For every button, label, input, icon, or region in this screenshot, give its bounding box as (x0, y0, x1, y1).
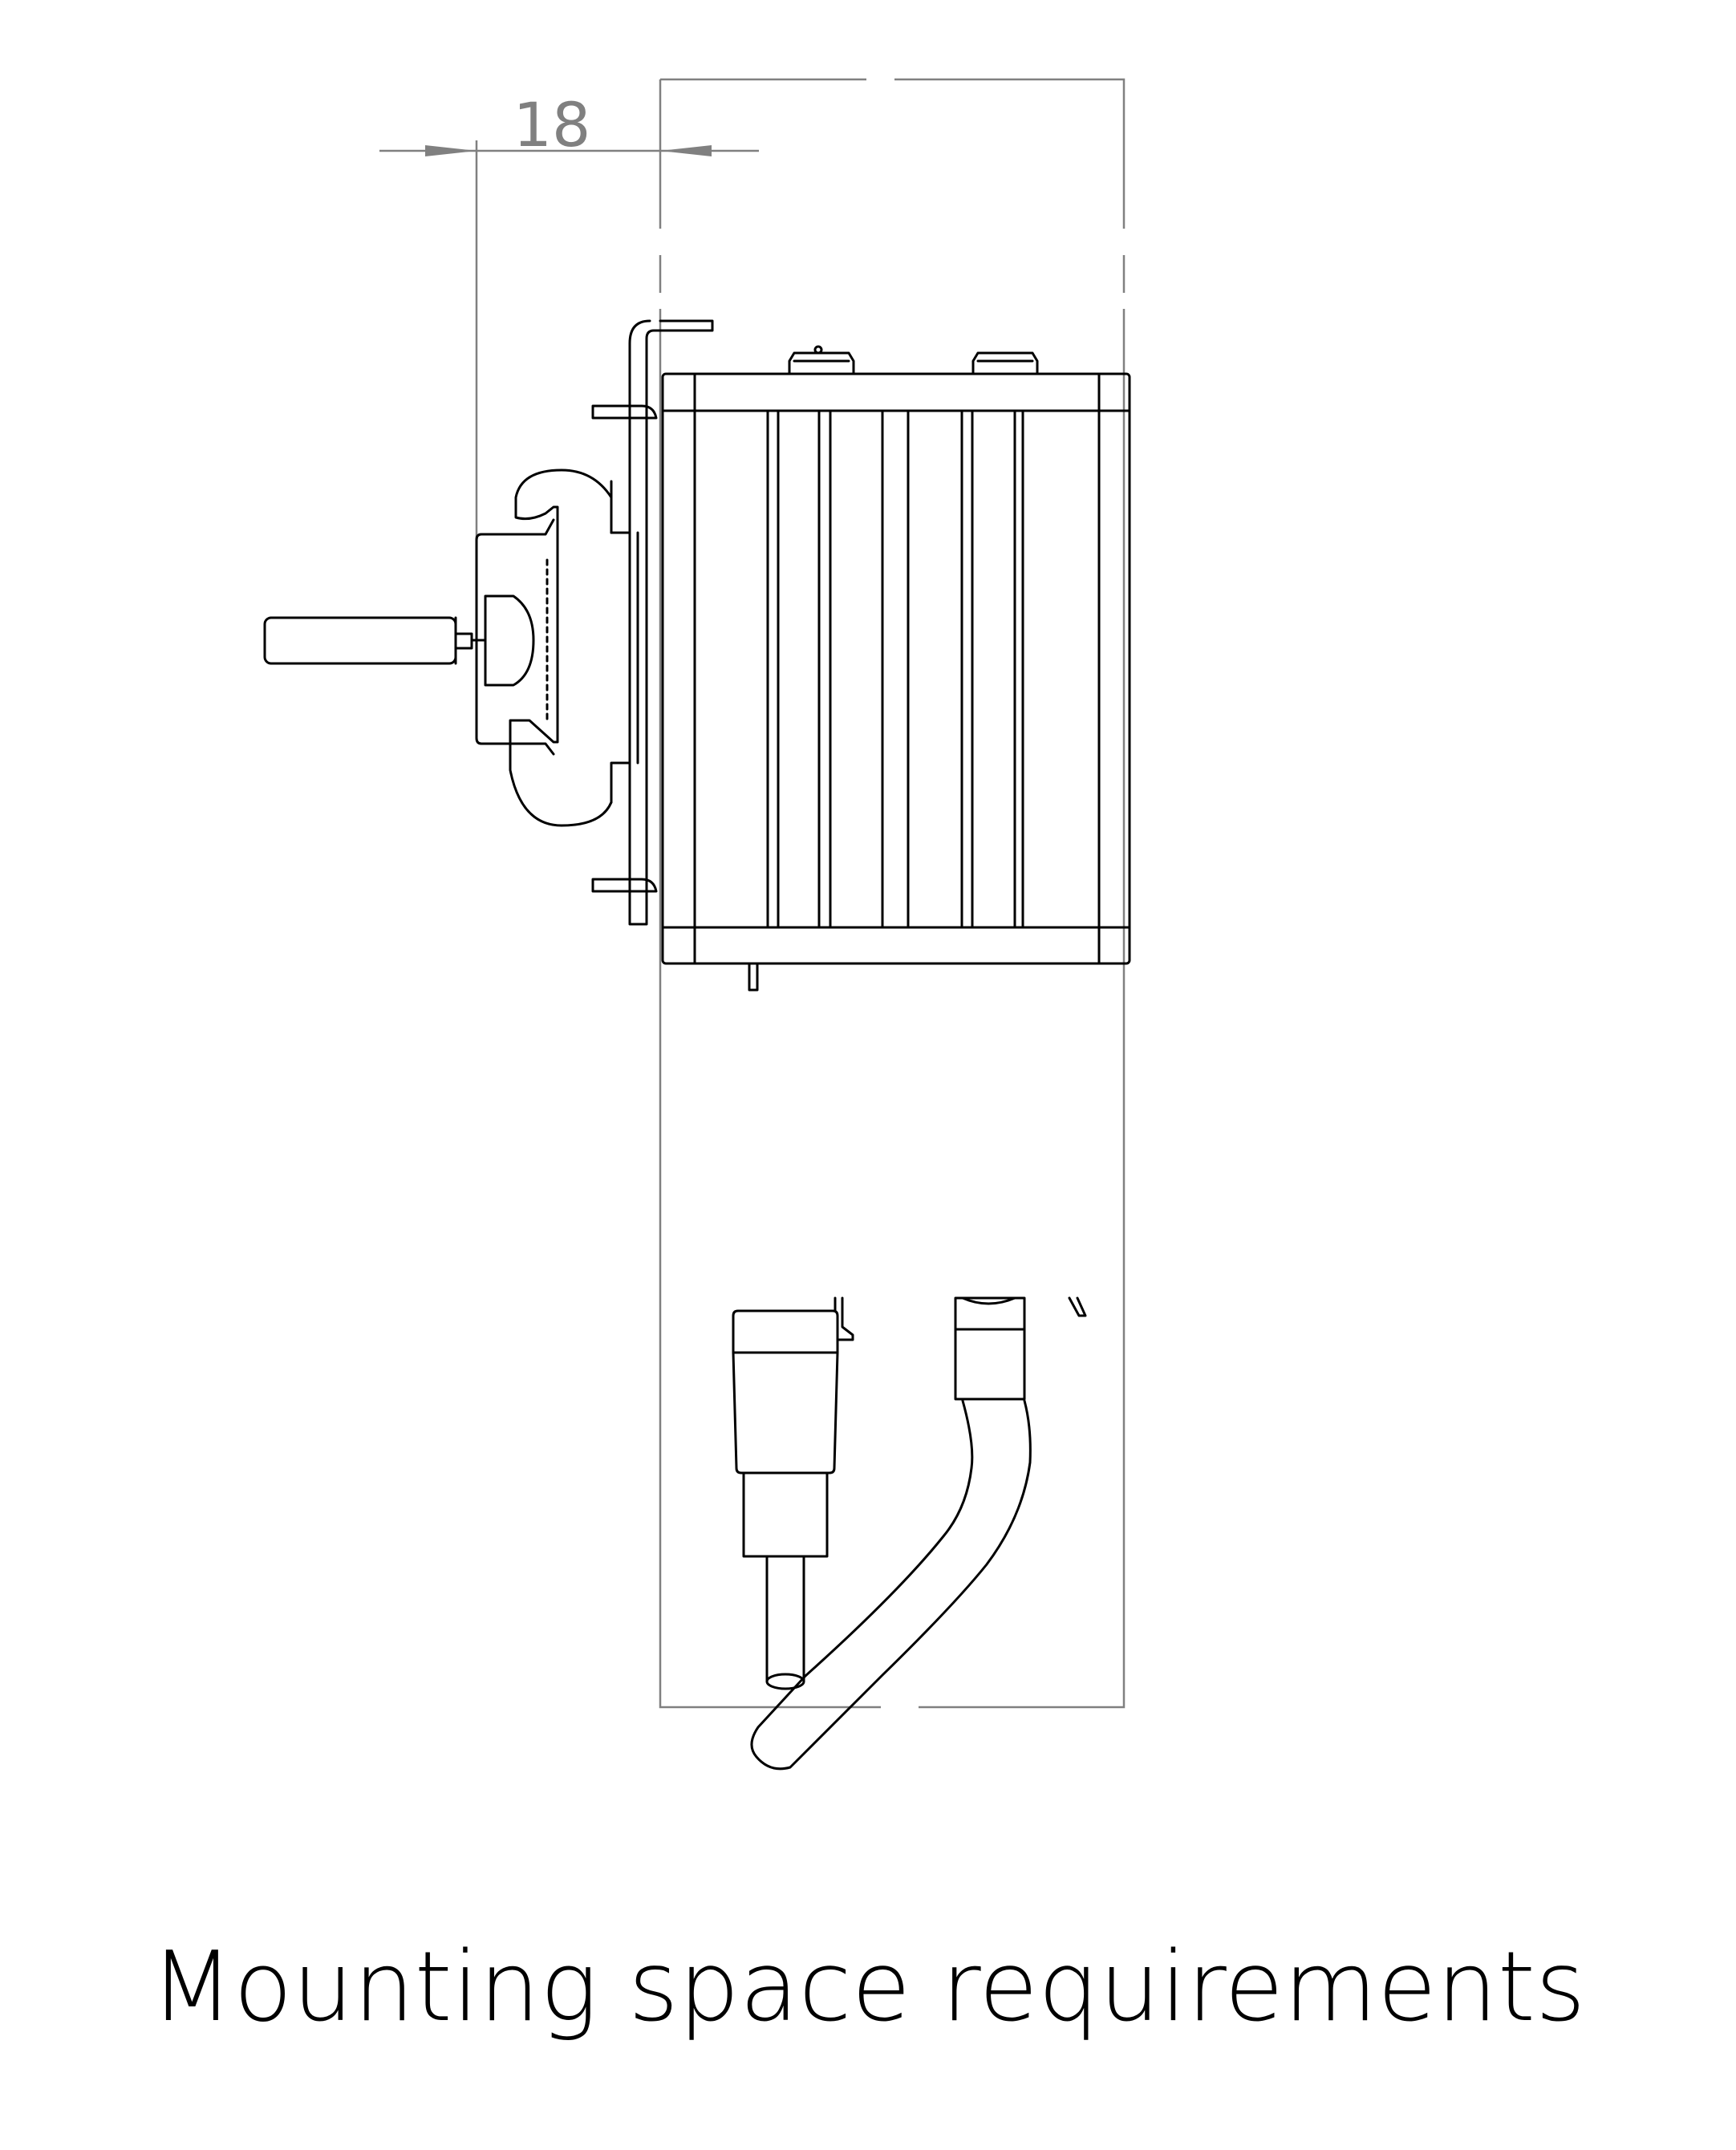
dimension-value: 18 (513, 89, 591, 160)
clip-knob (484, 594, 535, 687)
cable (750, 1399, 1032, 1771)
bottom-connector (732, 962, 854, 1690)
mounting-space-envelope (659, 78, 1126, 1709)
top-connector-2 (971, 351, 1039, 375)
drawing-caption: Mounting space requirements (151, 1932, 1586, 2043)
release-handle (263, 616, 457, 665)
cable-gland (954, 1296, 1087, 1401)
device-housing (661, 345, 1131, 965)
handle-neck (454, 616, 473, 665)
din-rail-clip (263, 469, 613, 827)
dimension-18: 18 (379, 89, 759, 540)
top-connector-1 (788, 351, 855, 375)
mounting-bracket (591, 319, 714, 926)
